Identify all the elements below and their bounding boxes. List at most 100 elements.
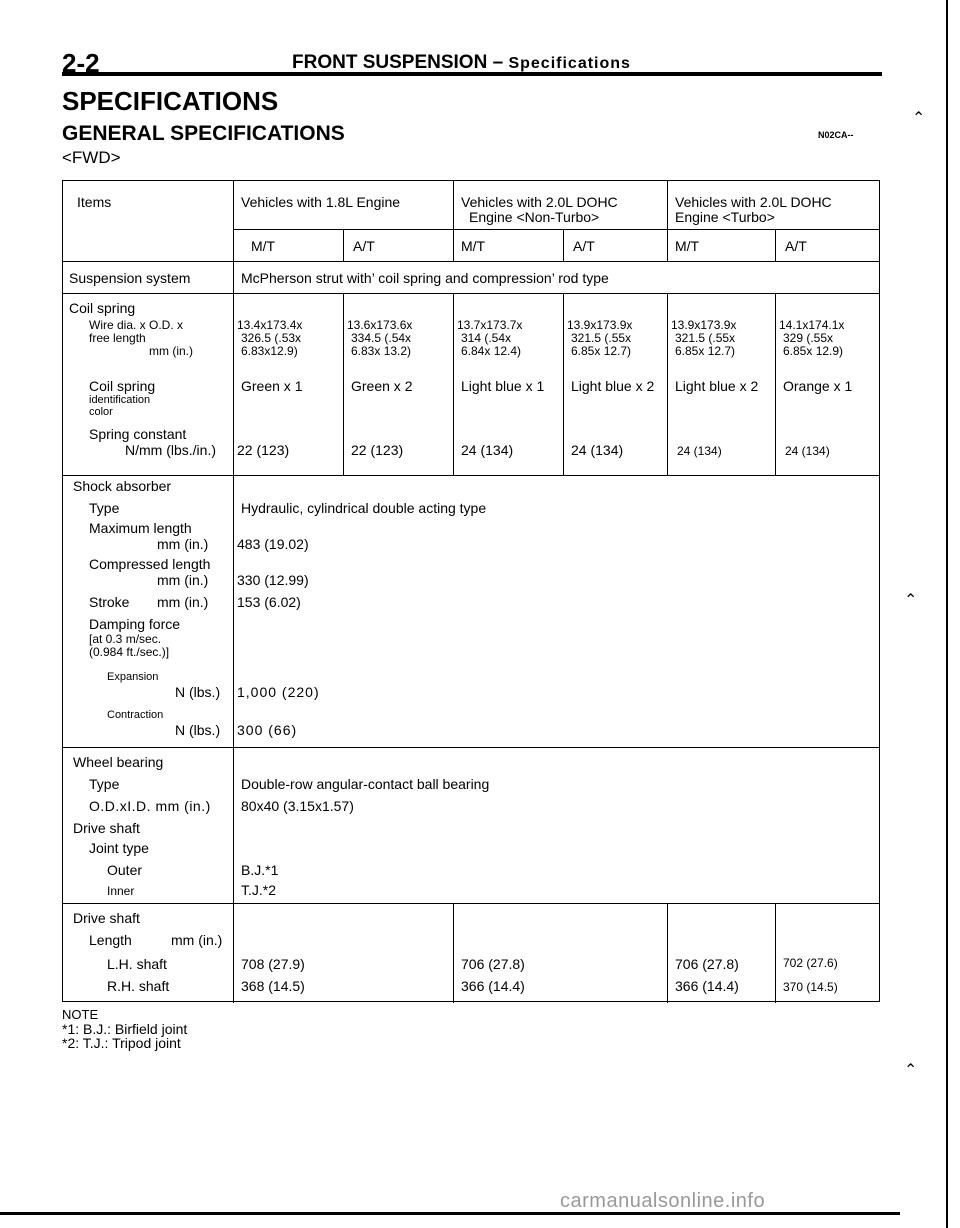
expansion-value: 1,000 (220) xyxy=(237,684,320,700)
trans-at-2: A/T xyxy=(573,238,595,254)
coil-r1-c5: 13.9x173.9x xyxy=(671,318,737,332)
coil-r2-c2: 334.5 (.54x xyxy=(351,331,412,345)
col-rule-len-1 xyxy=(453,903,454,1003)
coil-r1-c6: 14.1x174.1x xyxy=(779,318,845,332)
coil-spring-label: Coil spring xyxy=(69,300,136,316)
coil-id-c2: Green x 2 xyxy=(351,378,413,394)
drive-shaft-joint-label: Drive shaft xyxy=(73,820,140,836)
col-rule-3a xyxy=(775,229,776,261)
rule-under-joint xyxy=(63,903,879,904)
lh-shaft-c1: 708 (27.9) xyxy=(241,956,305,972)
section-heading: GENERAL SPECIFICATIONS xyxy=(62,122,345,145)
spring-constant-c4: 24 (134) xyxy=(571,442,624,458)
shock-type-value: Hydraulic, cylindrical double acting typ… xyxy=(241,500,487,516)
coil-r3-c3: 6.84x 12.4) xyxy=(461,344,522,358)
watermark: carmanualsonline.info xyxy=(560,1190,766,1212)
suspension-label: Suspension system xyxy=(69,270,191,286)
coil-r3-c2: 6.83x 13.2) xyxy=(351,344,412,358)
expansion-unit: N (lbs.) xyxy=(175,684,221,700)
section-code: N02CA-- xyxy=(818,130,854,140)
spring-constant-c2: 22 (123) xyxy=(351,442,404,458)
col-rule-2a xyxy=(563,229,564,261)
damping-label2: [at 0.3 m/sec. xyxy=(89,632,162,646)
lh-shaft-c3: 706 (27.8) xyxy=(675,956,739,972)
coil-dims-label1: Wire dia. x O.D. x xyxy=(89,318,184,332)
inner-joint-value: T.J.*2 xyxy=(241,882,277,898)
coil-r2-c4: 321.5 (.55x xyxy=(571,331,632,345)
spring-constant-c5: 24 (134) xyxy=(677,444,722,458)
header-rule xyxy=(62,72,882,76)
damping-label3: (0.984 ft./sec.)] xyxy=(89,645,170,659)
max-length-value: 483 (19.02) xyxy=(237,536,309,552)
comp-length-value: 330 (12.99) xyxy=(237,572,309,588)
coil-dims-label2: free length xyxy=(89,331,146,345)
lh-shaft-c4: 702 (27.6) xyxy=(783,956,838,970)
coil-id-c3: Light blue x 1 xyxy=(461,378,545,394)
wheel-bearing-type-label: Type xyxy=(89,776,120,792)
lh-shaft-label: L.H. shaft xyxy=(107,956,167,972)
coil-r3-c5: 6.85x 12.7) xyxy=(675,344,736,358)
rh-shaft-c2: 366 (14.4) xyxy=(461,978,525,994)
col-rule-len-3 xyxy=(775,903,776,1003)
shock-type-label: Type xyxy=(89,500,120,516)
rule-under-shock xyxy=(63,747,879,748)
rule-under-vehicles xyxy=(233,229,879,230)
vehicle-2-0l-line2: Engine <Non-Turbo> xyxy=(469,209,600,225)
note-2: *2: T.J.: Tripod joint xyxy=(62,1035,181,1051)
specifications-table: Items Vehicles with 1.8L Engine Vehicles… xyxy=(62,180,880,1003)
col-rule-items xyxy=(233,181,234,1003)
trans-mt-2: M/T xyxy=(461,238,486,254)
coil-id-c1: Green x 1 xyxy=(241,378,303,394)
shock-label: Shock absorber xyxy=(73,478,172,494)
spring-constant-c1: 22 (123) xyxy=(237,442,290,458)
wheel-bearing-label: Wheel bearing xyxy=(73,754,164,770)
col-rule-coil-2 xyxy=(453,293,454,475)
coil-id-c5: Light blue x 2 xyxy=(675,378,759,394)
coil-r3-c4: 6.85x 12.7) xyxy=(571,344,632,358)
col-rule-coil-1 xyxy=(343,293,344,475)
comp-length-label: Compressed length xyxy=(89,556,211,572)
page-title: SPECIFICATIONS xyxy=(62,86,279,116)
trans-at-3: A/T xyxy=(785,238,807,254)
col-rule-group-a xyxy=(453,181,454,261)
vehicle-1-8l: Vehicles with 1.8L Engine xyxy=(241,194,401,210)
outer-joint-value: B.J.*1 xyxy=(241,862,279,878)
contraction-unit: N (lbs.) xyxy=(175,722,221,738)
coil-r1-c2: 13.6x173.6x xyxy=(347,318,413,332)
rh-shaft-c1: 368 (14.5) xyxy=(241,978,305,994)
stroke-label: Stroke xyxy=(89,594,130,610)
coil-r2-c6: 329 (.55x xyxy=(783,331,834,345)
coil-id-label3: color xyxy=(89,406,113,418)
length-unit: mm (in.) xyxy=(171,932,223,948)
trans-mt-1: M/T xyxy=(251,238,276,254)
scan-mark-icon: ⌃ xyxy=(904,592,918,609)
coil-r3-c6: 6.85x 12.9) xyxy=(783,344,844,358)
comp-length-unit: mm (in.) xyxy=(157,572,209,588)
scan-mark-icon: ⌃ xyxy=(904,1062,918,1079)
coil-r1-c1: 13.4x173.4x xyxy=(237,318,303,332)
coil-r2-c1: 326.5 (.53x xyxy=(241,331,302,345)
spring-constant-label: Spring constant xyxy=(89,426,187,442)
rh-shaft-c4: 370 (14.5) xyxy=(783,980,838,994)
subsection-name: Specifications xyxy=(508,55,631,72)
expansion-label: Expansion xyxy=(107,671,159,683)
stroke-value: 153 (6.02) xyxy=(237,594,301,610)
stroke-unit: mm (in.) xyxy=(157,594,209,610)
max-length-label: Maximum length xyxy=(89,520,192,536)
rule-under-header xyxy=(63,261,879,262)
items-header: Items xyxy=(77,194,112,210)
trans-at-1: A/T xyxy=(353,238,375,254)
damping-label1: Damping force xyxy=(89,616,181,632)
suspension-value: McPherson strut with’ coil spring and co… xyxy=(241,270,609,286)
rule-under-suspension xyxy=(63,293,879,294)
section-dash: – xyxy=(492,52,504,73)
col-rule-coil-3 xyxy=(563,293,564,475)
spring-constant-c6: 24 (134) xyxy=(785,444,830,458)
page-header: 2-2 FRONT SUSPENSION – Specifications xyxy=(62,48,882,78)
notes-title: NOTE xyxy=(62,1007,99,1022)
contraction-value: 300 (66) xyxy=(237,722,298,738)
col-rule-len-2 xyxy=(667,903,668,1003)
vehicle-turbo-line2: Engine <Turbo> xyxy=(675,209,775,225)
wheel-bearing-od-value: 80x40 (3.15x1.57) xyxy=(241,798,354,814)
outer-joint-label: Outer xyxy=(107,862,143,878)
